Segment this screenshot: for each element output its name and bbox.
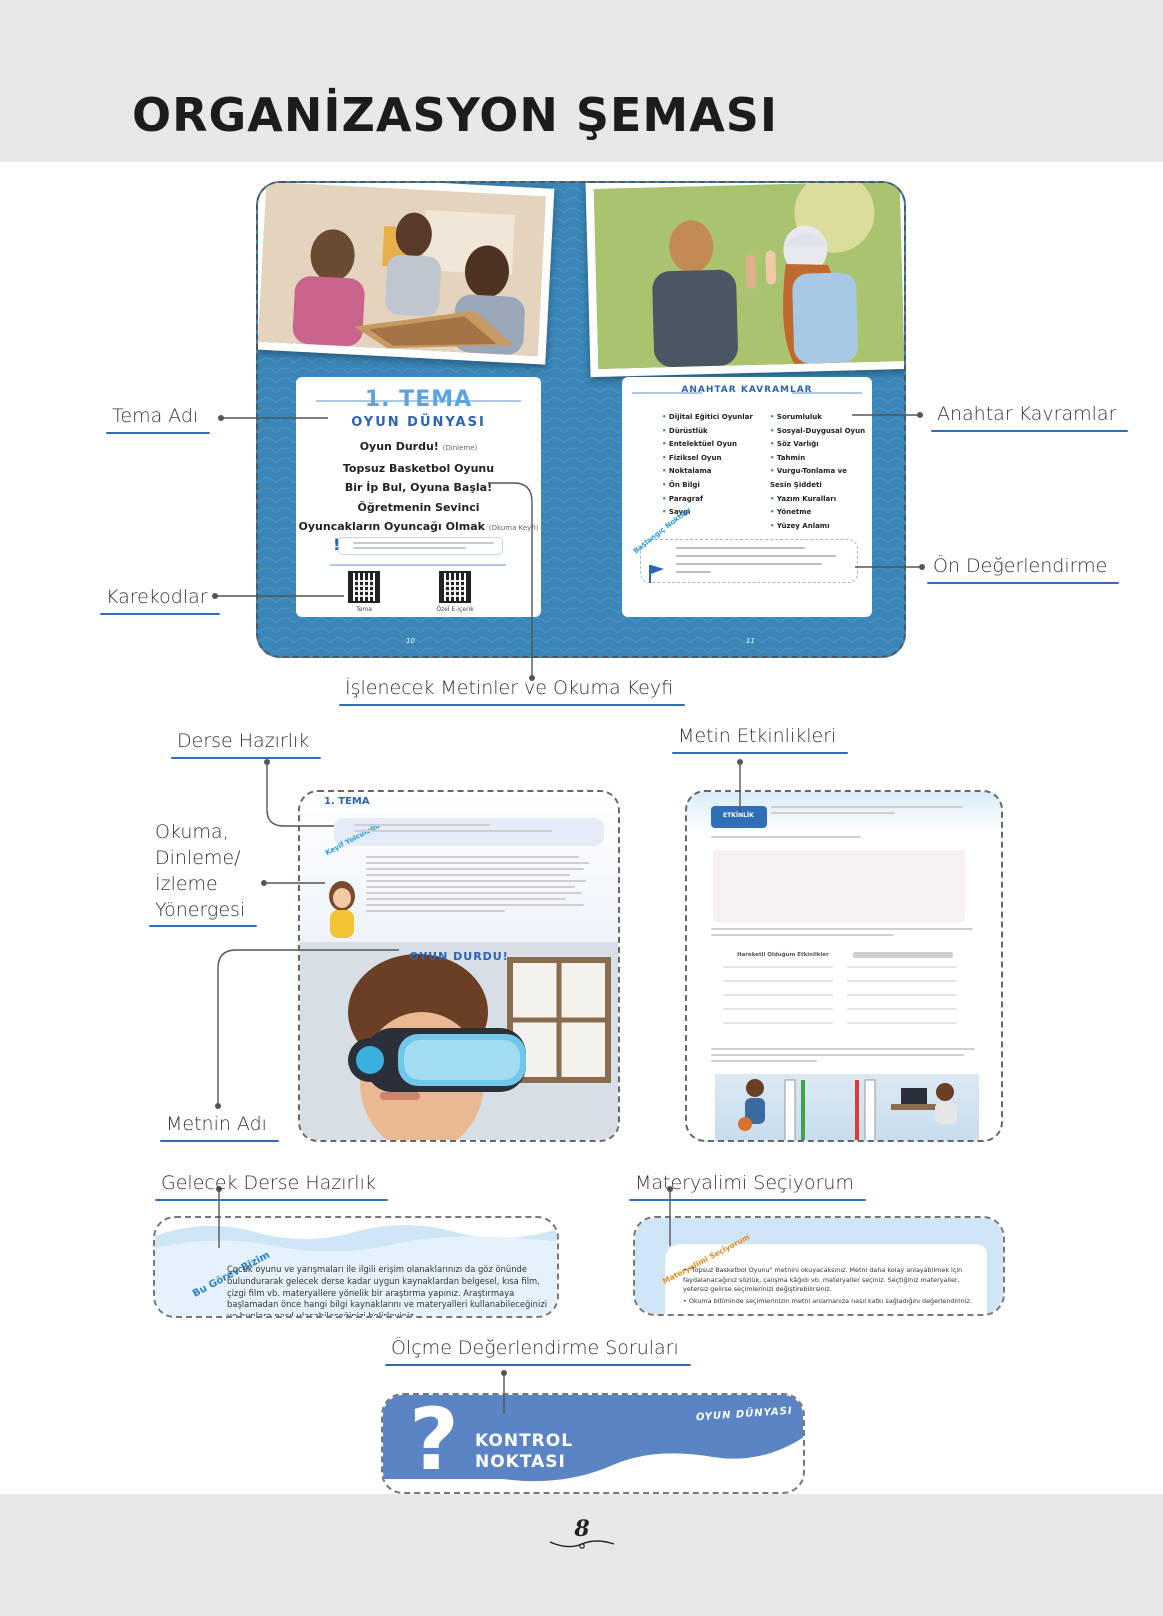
kavram-item: Saygı (662, 506, 753, 520)
divider (330, 564, 506, 566)
footer-band (0, 1494, 1163, 1616)
gelecek-derse-card: Bu Görev Bizim Çocuk oyunu ve yarışmalar… (153, 1216, 559, 1318)
baslangic-noktasi-box (640, 539, 858, 583)
spread-page-number-right: 11 (746, 637, 755, 645)
label-islenecek-metinler: İşlenecek Metinler ve Okuma Keyfi (339, 676, 686, 706)
anahtar-kavramlar-title: ANAHTAR KAVRAMLAR (681, 385, 813, 395)
table-right-rows (847, 966, 957, 1028)
text-item: Öğretmenin Sevinci (357, 500, 480, 514)
kids-scene-icon (593, 183, 904, 369)
metin-etkinlikleri-preview: ETKİNLİK Hareketli Olduğum Etkinlikler (685, 790, 1003, 1142)
label-metin-etkinlikleri: Metin Etkinlikleri (672, 724, 849, 754)
kavram-item: Yüzey Anlamı (770, 520, 866, 534)
label-materyalimi-seciyorum: Materyalimi Seçiyorum (629, 1171, 866, 1201)
spread-page-number-left: 10 (406, 637, 415, 645)
wave-header (155, 1225, 557, 1316)
kavram-item: Paragraf (662, 493, 753, 507)
baslangic-lines (676, 547, 850, 579)
info-note: ! (333, 535, 503, 555)
chess-scene-icon (258, 183, 546, 357)
table-header-right (853, 952, 953, 958)
kontrol-noktasi-card: ? KONTROL NOKTASI OYUN DÜNYASI (381, 1393, 805, 1494)
page-number: 8 (574, 1516, 590, 1542)
vr-girl-illustration (300, 942, 618, 1140)
page-number-swash (549, 1540, 615, 1549)
metin-adi: OYUN DURDU! (409, 950, 509, 963)
vr-headset-illustration (300, 942, 618, 1140)
qr-code-icon[interactable] (348, 571, 380, 603)
text-item: Bir İp Bul, Oyuna Başla! (344, 481, 493, 494)
kavram-list-right: SorumlulukSosyal-Duygusal OyunSöz Varlığ… (770, 411, 866, 533)
kavram-list-left: Dijital Eğitici OyunlarDürüstlükEntelekt… (662, 411, 753, 520)
etkinlik-tag: ETKİNLİK (723, 812, 754, 819)
qr-code-icon[interactable] (439, 571, 471, 603)
tema-label: 1. TEMA (324, 796, 370, 807)
kavram-item: Söz Varlığı (770, 438, 866, 452)
kavram-item: Dijital Eğitici Oyunlar (662, 411, 753, 425)
label-metnin-adi: Metnin Adı (160, 1112, 279, 1142)
qr-caption: Özel E-içerik (436, 606, 474, 613)
kavram-item: Tahmin (770, 452, 866, 466)
kavram-item: Vurgu-Tonlama ve Sesin Şiddeti (770, 465, 866, 492)
question-b-lines (711, 836, 861, 842)
header-band (0, 0, 1163, 162)
etkinlik-badge (711, 806, 767, 828)
text-item: Topsuz Basketbol Oyunu (342, 461, 495, 475)
question-lines (354, 824, 574, 836)
instruction-lines (366, 856, 598, 916)
label-on-degerlendirme: Ön Değerlendirme (927, 554, 1120, 584)
activity-illustration (715, 1074, 979, 1140)
kavram-item: Sosyal-Duygusal Oyun (770, 425, 866, 439)
kontrol-wave (383, 1395, 803, 1482)
chess-photo (258, 183, 555, 365)
wave-header (635, 1218, 1003, 1314)
kavram-item: Fiziksel Oyun (662, 452, 753, 466)
table-header: Hareketli Olduğum Etkinlikler (737, 952, 829, 958)
kavram-item: Sorumluluk (770, 411, 866, 425)
answer-area (713, 850, 965, 922)
kavram-item: Yönetme (770, 506, 866, 520)
label-derse-hazirlik: Derse Hazırlık (171, 729, 322, 759)
kavram-item: Entelektüel Oyun (662, 438, 753, 452)
tema-rule (316, 400, 521, 402)
materyal-card: Materyalimi Seçiyorum • "Topsuz Basketbo… (633, 1216, 1005, 1316)
tema-name: OYUN DÜNYASI (351, 415, 486, 430)
kavram-item: Ön Bilgi (662, 479, 753, 493)
label-tema-adi: Tema Adı (106, 404, 211, 434)
materyal-item: • "Topsuz Basketbol Oyunu" metnini okuya… (683, 1266, 972, 1305)
tema-banner: 1. TEMA (364, 387, 473, 412)
kontrol-noktasi-title: KONTROL NOKTASI (475, 1431, 574, 1472)
kids-activity-icon (738, 1079, 957, 1140)
flag-icon (649, 565, 664, 583)
qr-caption: Tema (356, 606, 372, 613)
label-gelecek-derse-hazirlik: Gelecek Derse Hazırlık (155, 1171, 388, 1201)
label-anahtar-kavramlar: Anahtar Kavramlar (931, 402, 1129, 432)
exclamation-icon: ! (333, 535, 341, 554)
question-c-lines (711, 928, 973, 940)
table-left-rows (723, 966, 833, 1028)
tema-pane: 1. TEMA OYUN DÜNYASI Oyun Durdu! (Dinlem… (296, 377, 541, 617)
question-a-lines (771, 806, 971, 818)
question-mark-icon: ? (409, 1393, 459, 1490)
gelecek-derse-text: Çocuk oyunu ve yarışmaları ile ilgili er… (227, 1264, 548, 1318)
kavram-rule (632, 392, 862, 394)
label-olcme-degerlendirme: Ölçme Değerlendirme Soruları (385, 1336, 691, 1366)
text-item: Oyun Durdu! (Dinleme) (359, 440, 478, 453)
page-title: ORGANİZASYON ŞEMASI (132, 88, 779, 142)
girl-avatar (329, 881, 355, 938)
text-list: Oyun Durdu! (Dinleme) Topsuz Basketbol O… (296, 437, 541, 539)
label-okuma-yonergesi: Okuma, Dinleme/ İzleme Yönergesi (149, 819, 275, 927)
label-karekodlar: Karekodlar (100, 585, 220, 615)
kids-clapping-photo (585, 183, 904, 378)
kavram-item: Dürüstlük (662, 425, 753, 439)
derse-hazirlik-preview: 1. TEMA Keyif Yolculuğu (298, 790, 620, 1142)
kavram-item: Noktalama (662, 465, 753, 479)
kavramlar-pane: ANAHTAR KAVRAMLAR Dijital Eğitici Oyunla… (622, 377, 872, 617)
question-d-lines (711, 1048, 975, 1066)
keyif-box (334, 818, 604, 846)
kavram-item: Yazım Kuralları (770, 493, 866, 507)
theme-spread-preview: 1. TEMA OYUN DÜNYASI Oyun Durdu! (Dinlem… (256, 181, 906, 658)
